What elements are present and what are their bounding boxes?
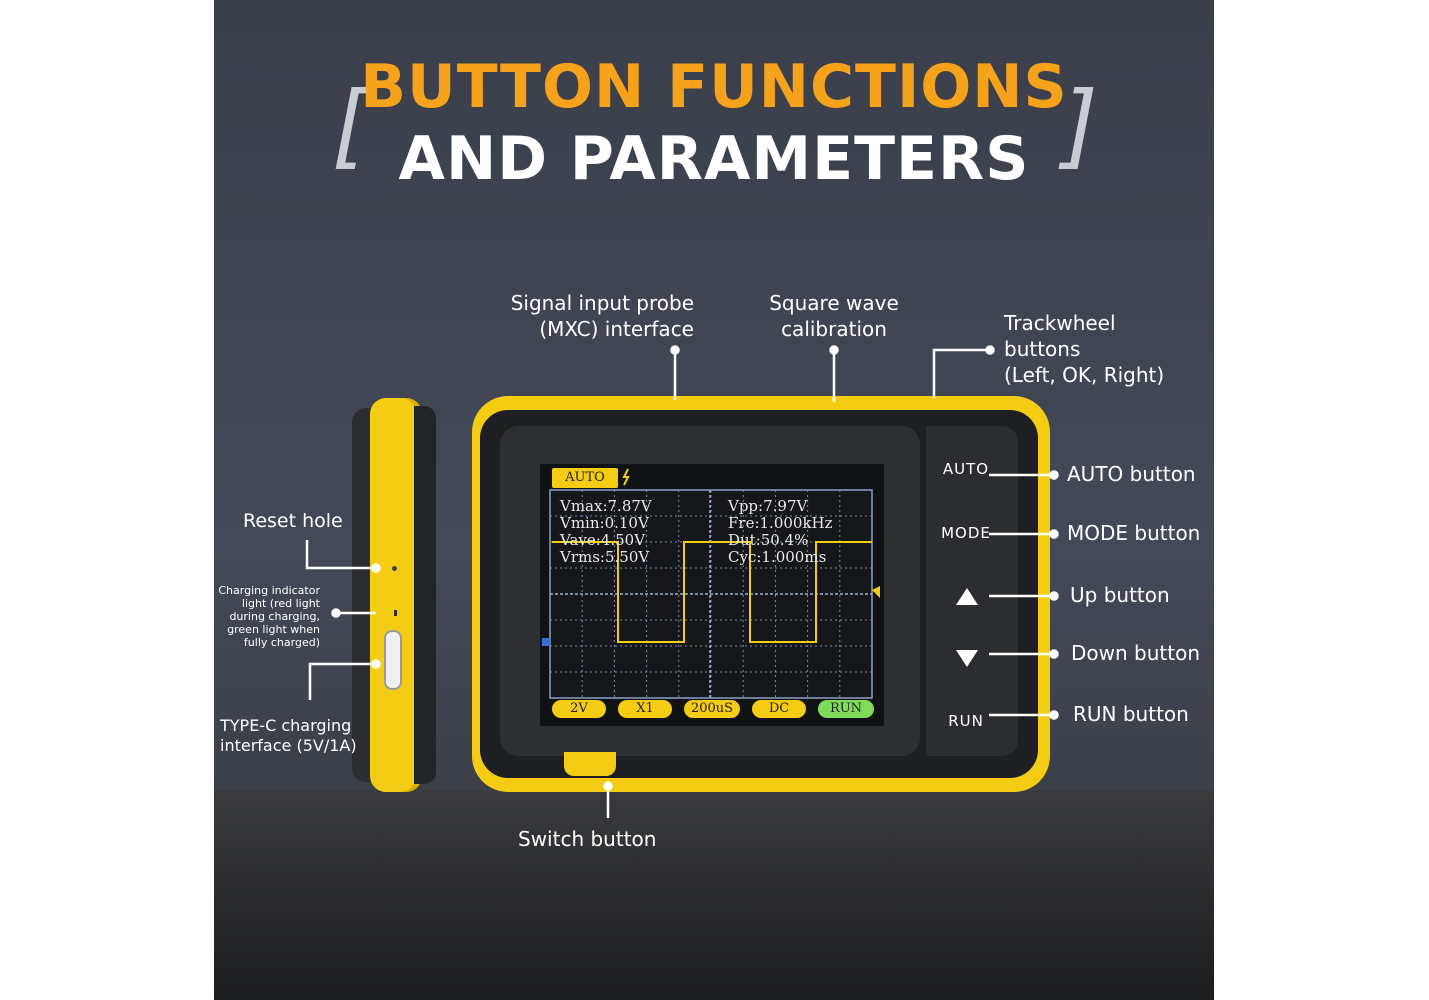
device-side-view <box>352 398 436 792</box>
type-c-port <box>384 630 402 690</box>
product-panel: [ ] BUTTON FUNCTIONS AND PARAMETERS <box>214 0 1214 1000</box>
volt-chip: 2V <box>552 700 606 718</box>
label-square-wave: Square wave calibration <box>769 291 899 341</box>
label-mode: MODE button <box>1067 521 1201 545</box>
run-chip: RUN <box>818 700 874 718</box>
oscilloscope-screen: AUTO Vmax:7.87V Vmin:0.10V Vave:4.50V Vr… <box>540 464 884 726</box>
run-button[interactable]: RUN <box>948 712 984 730</box>
auto-button[interactable]: AUTO <box>942 460 990 478</box>
measurements-left: Vmax:7.87V Vmin:0.10V Vave:4.50V Vrms:5.… <box>560 497 652 566</box>
label-switch: Switch button <box>518 827 657 851</box>
floor <box>214 790 1214 1000</box>
title-line-2: AND PARAMETERS <box>398 124 1030 194</box>
close-bracket: ] <box>1062 72 1098 179</box>
coupling-chip: DC <box>752 700 806 718</box>
probe-chip: X1 <box>618 700 672 718</box>
oscilloscope-device: AUTO Vmax:7.87V Vmin:0.10V Vave:4.50V Vr… <box>472 396 1050 792</box>
title-line-1: BUTTON FUNCTIONS <box>360 52 1068 122</box>
down-button-icon[interactable] <box>956 650 978 667</box>
label-down: Down button <box>1071 641 1200 665</box>
time-chip: 200uS <box>684 700 740 718</box>
switch-button[interactable] <box>564 752 616 776</box>
reset-hole <box>392 566 397 571</box>
label-auto: AUTO button <box>1067 462 1196 486</box>
label-trackwheel: Trackwheel buttons (Left, OK, Right) <box>1004 311 1165 387</box>
up-button-icon[interactable] <box>956 588 978 605</box>
label-reset: Reset hole <box>243 510 343 532</box>
charging-indicator-light <box>394 610 397 616</box>
label-type-c: TYPE-C charging interface (5V/1A) <box>220 716 357 755</box>
label-run: RUN button <box>1073 702 1189 726</box>
open-bracket: [ <box>332 72 368 179</box>
label-charging-indicator: Charging indicator light (red light duri… <box>218 584 320 649</box>
waveform-display <box>542 468 880 699</box>
label-up: Up button <box>1070 583 1170 607</box>
mode-indicator: AUTO <box>552 468 618 488</box>
mode-button[interactable]: MODE <box>941 524 991 542</box>
label-signal-input: Signal input probe (MXC) interface <box>510 291 694 341</box>
measurements-right: Vpp:7.97V Fre:1.000kHz Dut:50.4% Cyc:1.0… <box>728 497 833 566</box>
callout-lines <box>305 345 1059 818</box>
